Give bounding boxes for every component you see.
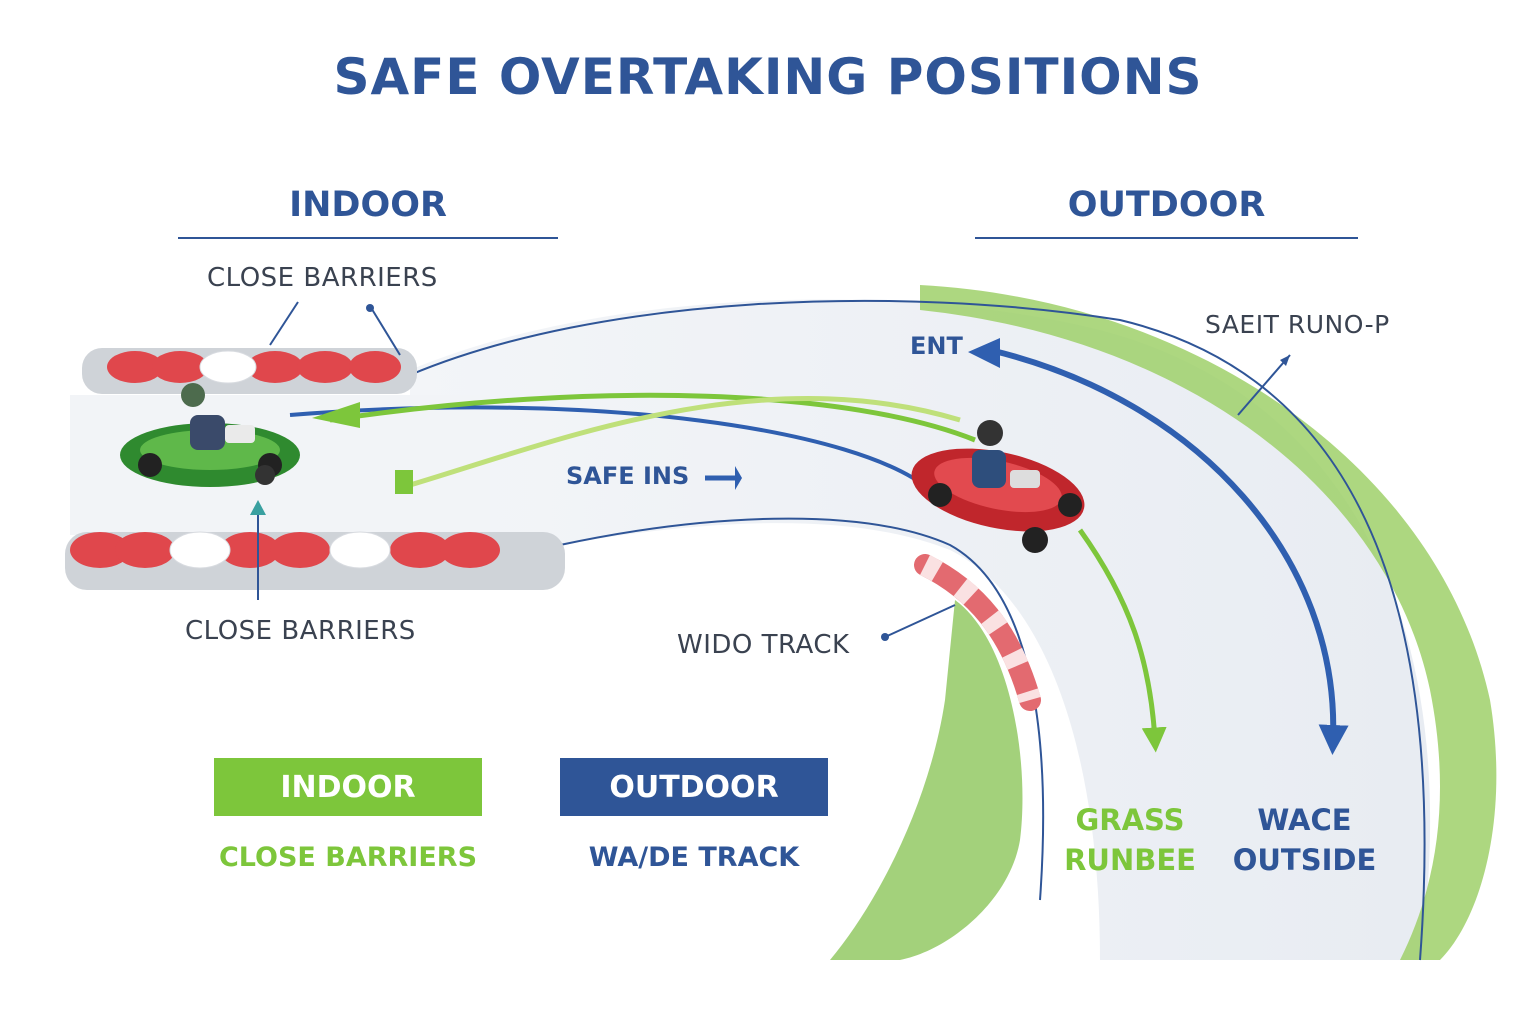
green-line-arrowhead bbox=[312, 402, 360, 428]
path-end-grass-runoff-line1: GRASS bbox=[1075, 803, 1185, 837]
leader-safe-runoff bbox=[1237, 354, 1291, 416]
blue-entry-arrowhead bbox=[968, 338, 1000, 368]
path-end-grass-runoff-line2: RUNBEE bbox=[1064, 843, 1196, 877]
path-end-grass-runoff: GRASS RUNBEE bbox=[1050, 800, 1210, 880]
outer-grass-runoff bbox=[920, 285, 1497, 960]
callout-close-barriers-top: CLOSE BARRIERS bbox=[207, 263, 438, 293]
legend-indoor-sub: CLOSE BARRIERS bbox=[218, 842, 478, 873]
inner-curb bbox=[914, 554, 1041, 711]
inner-grass bbox=[830, 600, 1023, 960]
outdoor-track-surface bbox=[410, 299, 1431, 961]
green-racing-line-upper bbox=[329, 392, 976, 443]
outdoor-kart bbox=[911, 420, 1085, 553]
legend-indoor-badge: INDOOR bbox=[214, 758, 482, 816]
path-end-wide-outside-line1: WACE bbox=[1257, 803, 1352, 837]
page-title: SAFE OVERTAKING POSITIONS bbox=[333, 48, 1203, 106]
path-end-wide-outside: WACE OUTSIDE bbox=[1222, 800, 1387, 880]
green-exit-path bbox=[1077, 528, 1167, 753]
leader-close-barriers-top-2 bbox=[369, 305, 401, 356]
barrier-top bbox=[82, 348, 417, 394]
callout-close-barriers-bottom: CLOSE BARRIERS bbox=[185, 616, 416, 646]
barrier-bottom bbox=[65, 531, 565, 590]
legend-outdoor-badge: OUTDOOR bbox=[560, 758, 828, 816]
green-racing-line-lower bbox=[409, 396, 961, 488]
track-outer-edge bbox=[409, 299, 1426, 961]
outdoor-section-rule bbox=[975, 237, 1358, 239]
path-end-wide-outside-line2: OUTSIDE bbox=[1232, 843, 1377, 877]
callout-safe-inside: SAFE INS bbox=[566, 462, 690, 490]
green-lane-marker bbox=[395, 470, 413, 494]
blue-outside-path bbox=[989, 347, 1349, 755]
leader-close-barriers-top-1 bbox=[269, 301, 299, 346]
leader-wide-track bbox=[884, 604, 956, 638]
track-inner-edge bbox=[559, 517, 1045, 901]
callout-entry: ENT bbox=[910, 332, 963, 360]
outdoor-section-title: OUTDOOR bbox=[1067, 185, 1266, 225]
indoor-kart bbox=[120, 383, 300, 487]
callout-safe-runoff: SAEIT RUNO-P bbox=[1205, 310, 1390, 339]
callout-wide-track: WIDO TRACK bbox=[677, 630, 850, 660]
indoor-section-rule bbox=[178, 237, 558, 239]
legend-outdoor-sub: WA/DE TRACK bbox=[588, 842, 800, 873]
indoor-section-title: INDOOR bbox=[289, 185, 447, 225]
